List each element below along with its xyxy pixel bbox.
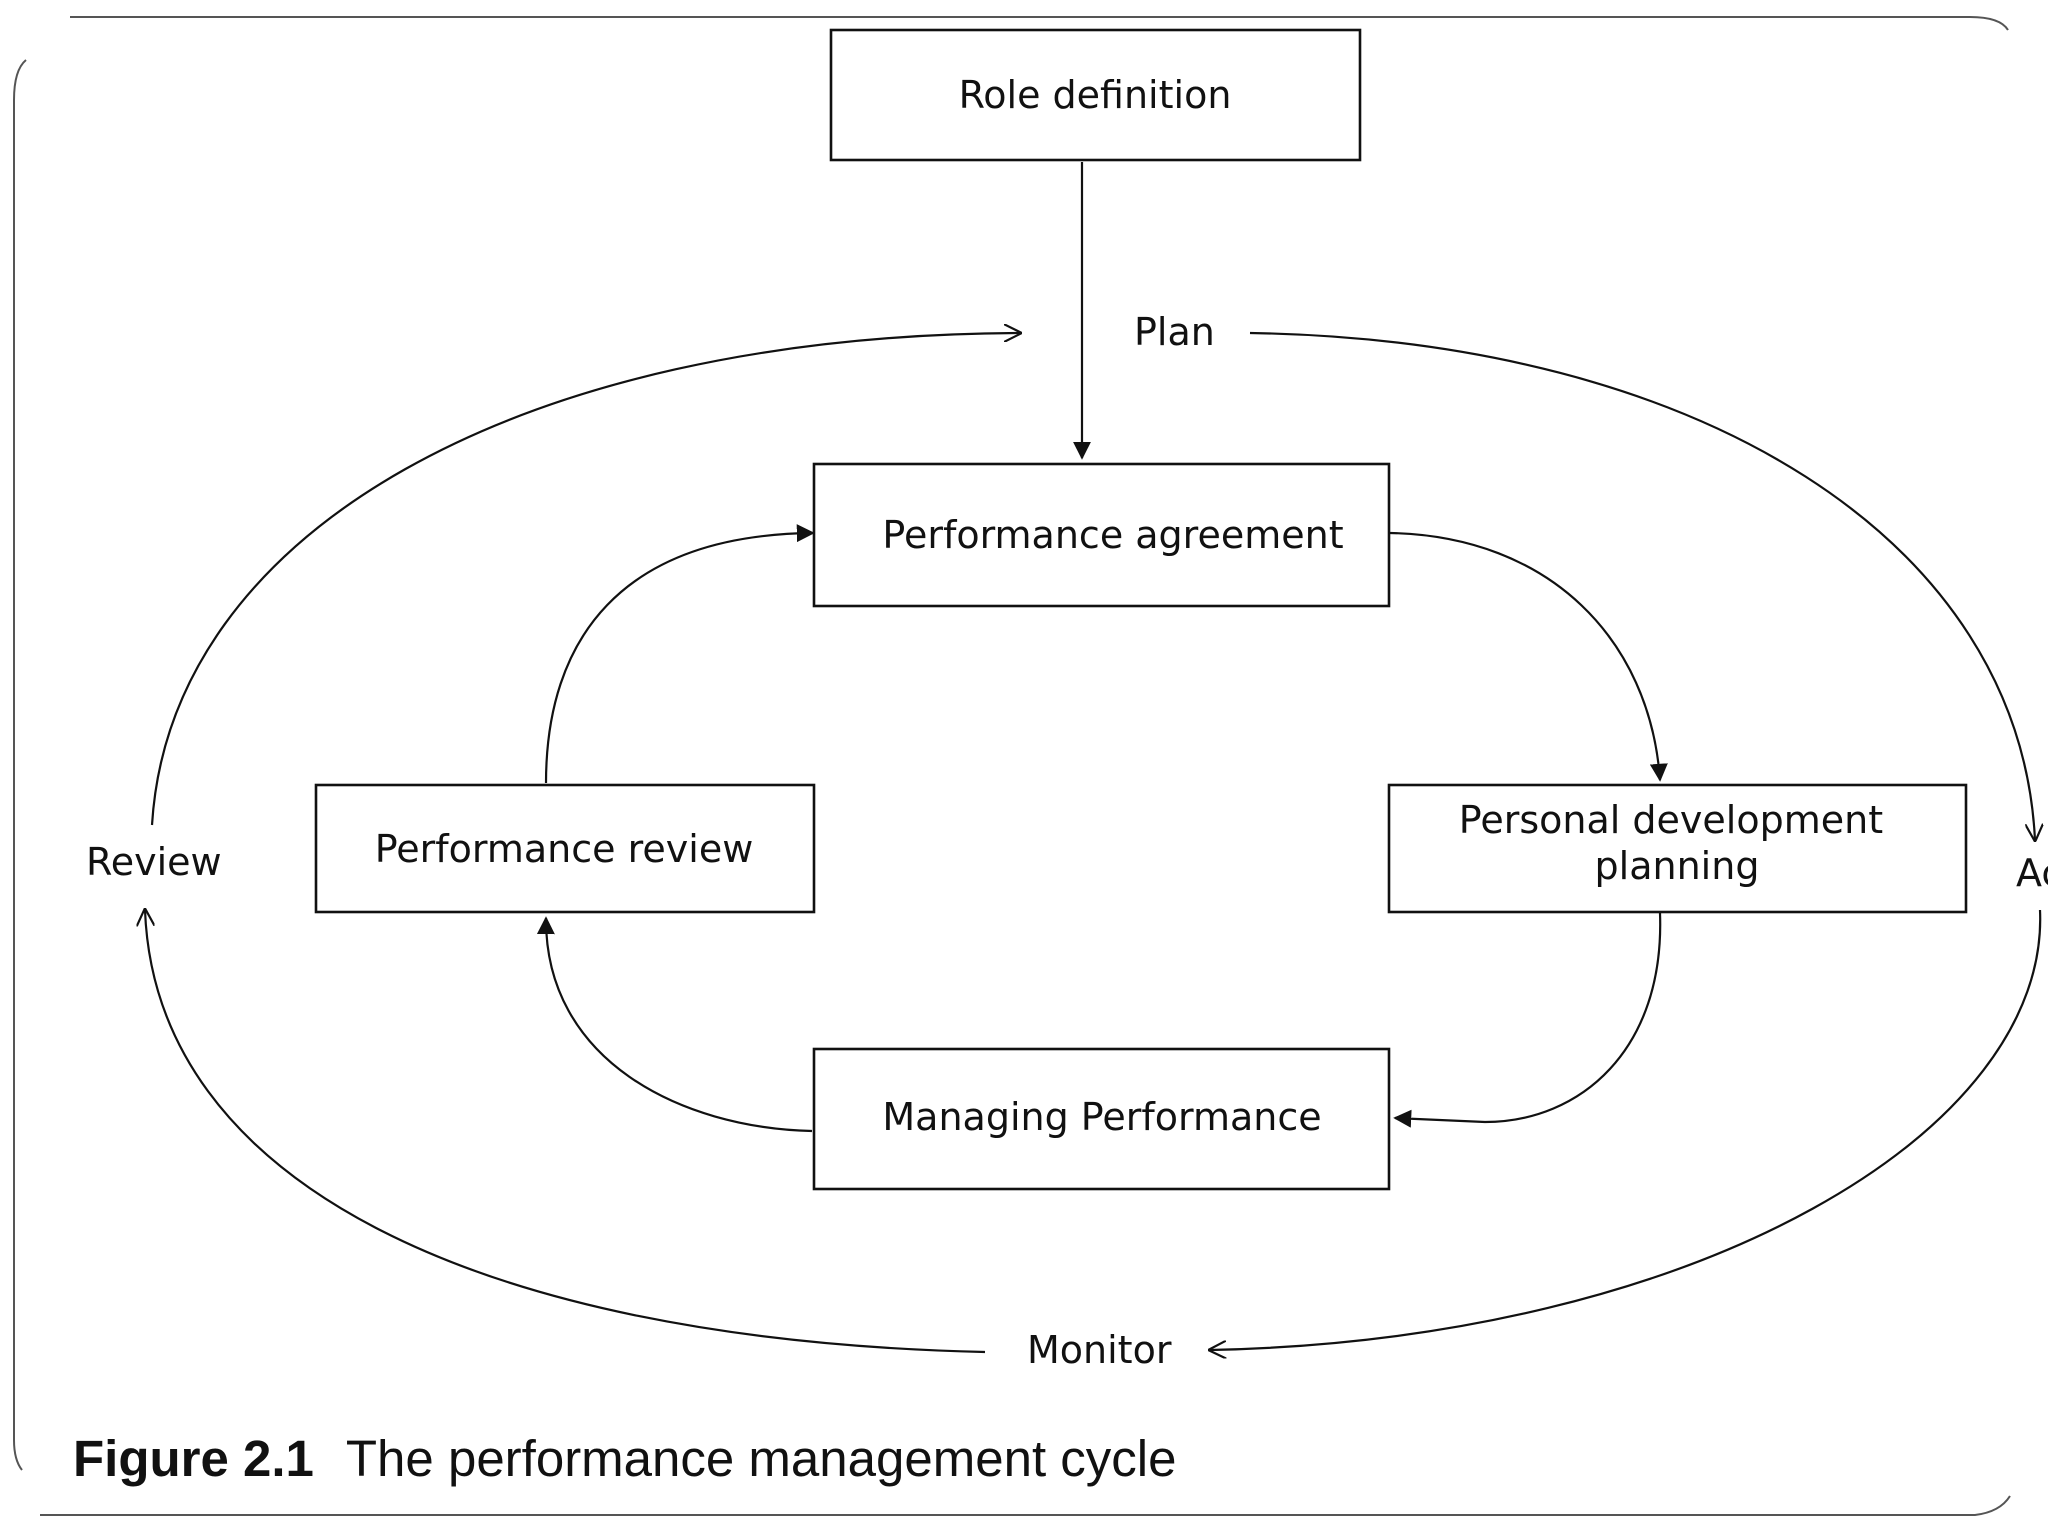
arrow-review-to-agreement bbox=[544, 524, 815, 784]
frame-bottom-edge bbox=[40, 1495, 2011, 1516]
figure-caption: Figure 2.1 The performance management cy… bbox=[73, 1430, 1176, 1487]
role-definition-label: Role definition bbox=[959, 73, 1232, 117]
outer-arc-monitor-to-review bbox=[145, 910, 986, 1354]
monitor-label: Monitor bbox=[1027, 1328, 1172, 1372]
frame-top-edge bbox=[70, 16, 2009, 31]
frame-left-edge bbox=[13, 59, 27, 1471]
performance-agreement-box bbox=[812, 462, 1391, 608]
arrow-agreement-to-development bbox=[1389, 531, 1668, 782]
outer-arc-plan-to-act bbox=[1249, 331, 2035, 840]
managing-performance-box bbox=[812, 1047, 1391, 1191]
plan-label: Plan bbox=[1134, 310, 1215, 354]
personal-development-planning-line-1: Personal development bbox=[1459, 798, 1883, 842]
figure-title: The performance management cycle bbox=[346, 1430, 1177, 1487]
performance-agreement-label: Performance agreement bbox=[882, 513, 1343, 557]
personal-development-planning-label: Personal development planning bbox=[1459, 798, 1895, 888]
figure-number: Figure 2.1 bbox=[73, 1430, 314, 1487]
arrow-managing-to-review bbox=[536, 916, 813, 1133]
performance-review-label: Performance review bbox=[375, 827, 754, 871]
performance-review-box bbox=[314, 783, 816, 914]
personal-development-planning-box bbox=[1387, 783, 1968, 914]
managing-performance-label: Managing Performance bbox=[882, 1095, 1321, 1139]
outer-arc-act-to-monitor bbox=[1210, 909, 2042, 1350]
role-definition-box bbox=[829, 28, 1362, 162]
personal-development-planning-line-2: planning bbox=[1595, 844, 1760, 888]
outer-arc-review-to-plan bbox=[150, 333, 1020, 826]
act-label: Act bbox=[2016, 851, 2048, 895]
review-label: Review bbox=[86, 840, 222, 884]
arrow-development-to-managing bbox=[1393, 912, 1662, 1128]
